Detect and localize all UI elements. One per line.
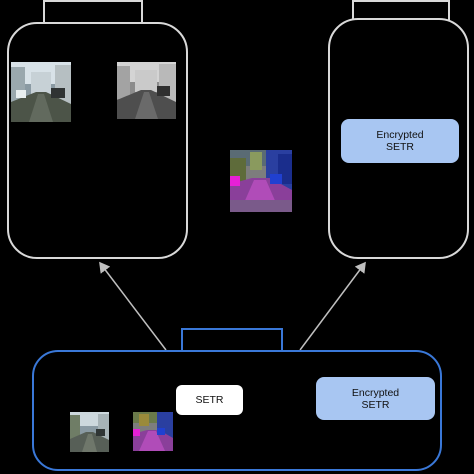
server-tab — [181, 328, 283, 352]
grayscale-street-photo-icon — [117, 62, 176, 119]
server-street-photo-icon — [70, 412, 109, 452]
right-encrypted-model-box: Encrypted SETR — [341, 119, 459, 163]
server-encrypted-model-box: Encrypted SETR — [316, 377, 435, 420]
left-device — [7, 22, 188, 259]
arrow-to-left-device — [99, 261, 167, 351]
right-device — [328, 18, 469, 259]
street-photo-icon — [11, 62, 71, 122]
segmentation-map-icon — [230, 150, 292, 212]
right-device-tab — [352, 0, 450, 20]
setr-model-box: SETR — [176, 385, 243, 415]
arrow-to-right-device — [299, 261, 366, 351]
server-segmentation-map-icon — [133, 412, 173, 451]
server-container — [32, 350, 442, 471]
left-device-tab — [43, 0, 143, 24]
